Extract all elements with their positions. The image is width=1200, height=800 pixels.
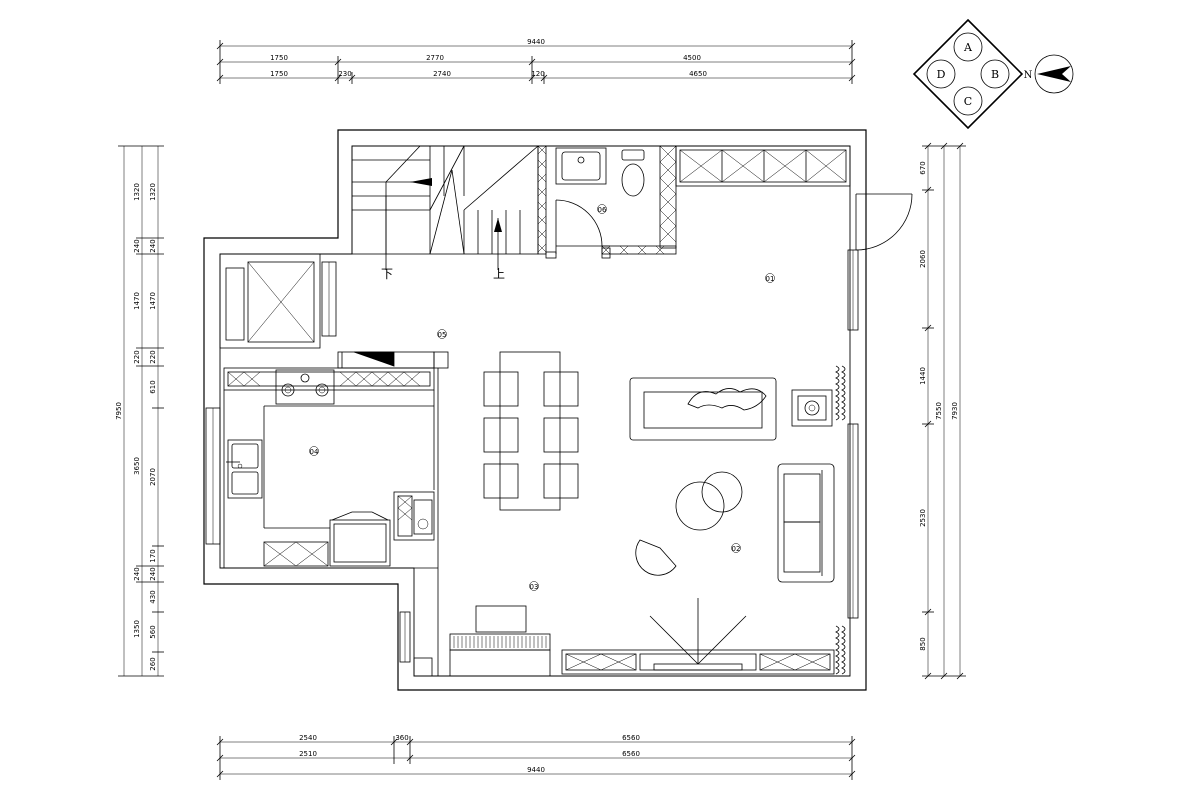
bathroom: 06 bbox=[537, 145, 677, 259]
sofa-side bbox=[777, 463, 835, 583]
dim-left-o4: 220 bbox=[133, 350, 141, 363]
dim-left-o3: 1470 bbox=[133, 292, 141, 310]
tv-cabinet bbox=[561, 598, 835, 675]
dim-bottom-r1-2: 360 bbox=[395, 734, 408, 742]
room-label-02: 02 bbox=[732, 545, 741, 553]
dim-bottom-r2-2: 6560 bbox=[622, 750, 640, 758]
corridor: 05 bbox=[433, 329, 449, 369]
dim-right-i2: 2060 bbox=[919, 250, 927, 268]
dim-top-r3-4: 120 bbox=[531, 70, 544, 78]
dim-left-o7: 1350 bbox=[133, 620, 141, 638]
dining-table bbox=[483, 351, 579, 511]
dim-left-i11: 260 bbox=[149, 657, 157, 670]
north-arrow-icon bbox=[1037, 66, 1071, 82]
dim-left-i10: 560 bbox=[149, 625, 157, 638]
stair-down-label: 下 bbox=[381, 267, 393, 281]
dim-right-i3: 1440 bbox=[919, 367, 927, 385]
dim-left-i4: 220 bbox=[149, 350, 157, 363]
right-dimensions: 670 2060 1440 2530 850 7550 7930 bbox=[919, 142, 966, 680]
compass-north: N bbox=[1024, 70, 1033, 81]
room-label-04: 04 bbox=[310, 448, 319, 456]
bottom-dimensions: 2540 360 6560 2510 6560 9440 bbox=[216, 734, 856, 780]
compass-label-c: C bbox=[964, 95, 972, 108]
dim-left-i2: 240 bbox=[149, 239, 157, 252]
dim-left-i1: 1320 bbox=[149, 183, 157, 201]
compass-label-b: B bbox=[991, 68, 999, 81]
dim-left-i6: 2070 bbox=[149, 468, 157, 486]
right-windows bbox=[847, 249, 859, 619]
dim-right-outer: 7930 bbox=[951, 402, 959, 420]
stair-up-label: 上 bbox=[493, 267, 505, 281]
dim-right-mid: 7550 bbox=[935, 402, 943, 420]
dim-right-i5: 850 bbox=[919, 637, 927, 650]
dim-left-i9: 430 bbox=[149, 590, 157, 603]
dim-top-r3-2: 230 bbox=[338, 70, 351, 78]
room-label-01: 01 bbox=[766, 275, 775, 283]
dim-left-i8: 240 bbox=[149, 567, 157, 580]
left-shaft bbox=[219, 253, 337, 349]
dim-right-i4: 2530 bbox=[919, 509, 927, 527]
sofa-top bbox=[629, 377, 777, 441]
kitchen: 04 bbox=[205, 351, 439, 568]
dim-left-i5: 610 bbox=[149, 380, 157, 393]
staircase: 下 上 bbox=[351, 145, 539, 281]
dim-top-total: 9440 bbox=[527, 38, 545, 46]
side-table bbox=[791, 389, 833, 427]
radiators bbox=[835, 365, 846, 675]
dim-bottom-r1-3: 6560 bbox=[622, 734, 640, 742]
dim-top-r2-2: 2770 bbox=[426, 54, 444, 62]
dim-top-r2-1: 1750 bbox=[270, 54, 288, 62]
top-dimensions: 9440 1750 2770 4500 1750 230 2740 120 46… bbox=[216, 38, 856, 84]
dim-top-r3-3: 2740 bbox=[433, 70, 451, 78]
dim-top-r3-5: 4650 bbox=[689, 70, 707, 78]
room-label-06: 06 bbox=[598, 206, 607, 214]
dim-top-r3-1: 1750 bbox=[270, 70, 288, 78]
outer-walls bbox=[203, 129, 867, 691]
dim-right-i1: 670 bbox=[919, 161, 927, 174]
coffee-tables: 02 bbox=[635, 471, 743, 576]
dim-bottom-r1-1: 2540 bbox=[299, 734, 317, 742]
dim-left-i7: 170 bbox=[149, 549, 157, 562]
dim-left-o5: 3650 bbox=[133, 457, 141, 475]
top-cabinet bbox=[675, 145, 851, 187]
compass-label-a: A bbox=[963, 41, 973, 54]
dim-left-o2: 240 bbox=[133, 239, 141, 252]
lower-passage bbox=[399, 490, 439, 677]
compass-label-d: D bbox=[937, 68, 946, 81]
dim-bottom-total: 9440 bbox=[527, 766, 545, 774]
piano: 03 bbox=[449, 581, 551, 677]
living-area: 01 bbox=[765, 273, 775, 283]
compass: A B C D N bbox=[912, 18, 1074, 130]
room-label-03: 03 bbox=[530, 583, 539, 591]
dim-bottom-r2-1: 2510 bbox=[299, 750, 317, 758]
dim-left-i3: 1470 bbox=[149, 292, 157, 310]
entry-door bbox=[855, 193, 913, 251]
dim-top-r2-3: 4500 bbox=[683, 54, 701, 62]
left-dimensions: 7950 1320 240 1470 220 3650 240 1350 132… bbox=[115, 145, 164, 677]
dim-left-o1: 1320 bbox=[133, 183, 141, 201]
dim-left-o6: 240 bbox=[133, 567, 141, 580]
room-label-05: 05 bbox=[438, 331, 447, 339]
dim-left-total: 7950 bbox=[115, 402, 123, 420]
